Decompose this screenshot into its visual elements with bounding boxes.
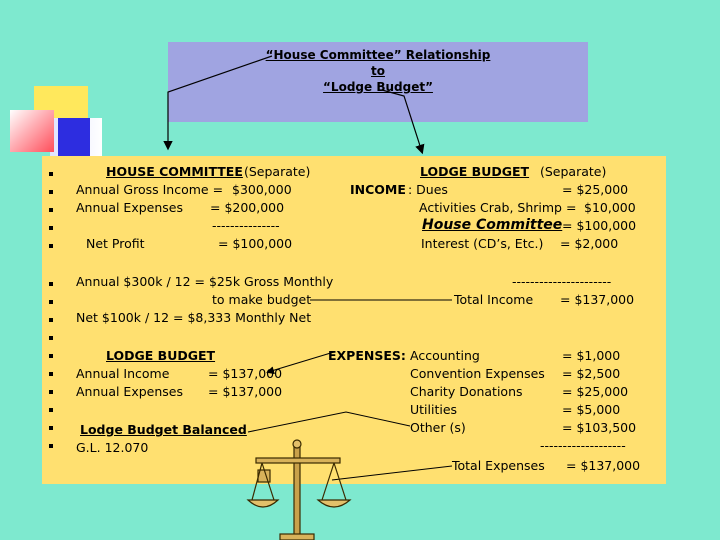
gross-income-label: Annual Gross Income = xyxy=(76,182,224,197)
annual-income-label: Annual Income xyxy=(76,366,170,381)
crab-shrimp-label: Activities Crab, Shrimp = xyxy=(419,200,577,215)
net-profit-label: Net Profit xyxy=(86,236,145,251)
left-heading: HOUSE COMMITTEE xyxy=(106,164,243,179)
lodge-budget-balanced: Lodge Budget Balanced xyxy=(80,422,247,437)
arrow-other-to-balanced xyxy=(247,411,411,433)
bullet-square-icon xyxy=(49,226,53,230)
bullet-square-icon xyxy=(49,444,53,448)
bullet-square-icon xyxy=(49,172,53,176)
title-line-1: “House Committee” Relationship xyxy=(265,48,491,62)
dues-value: = $25,000 xyxy=(562,182,629,197)
bullet-square-icon xyxy=(49,300,53,304)
bullet-square-icon xyxy=(49,244,53,248)
deco-red-square xyxy=(10,110,54,152)
total-income-label: Total Income xyxy=(454,292,534,307)
bullet-square-icon xyxy=(49,390,53,394)
right-heading: LODGE BUDGET xyxy=(420,164,530,179)
deco-blue-square xyxy=(58,118,90,158)
bullet-square-icon xyxy=(49,190,53,194)
monthly-gross-line: Annual $300k / 12 = $25k Gross Monthly xyxy=(76,274,334,289)
bullet-square-icon xyxy=(49,408,53,412)
gross-income-value: $300,000 xyxy=(232,182,292,197)
annual-expenses-label-2: Annual Expenses xyxy=(76,384,183,399)
bullet-square-icon xyxy=(49,354,53,358)
right-heading-note: (Separate) xyxy=(540,164,607,179)
arrow-title-to-house-committee xyxy=(163,55,273,151)
utilities-value: = $5,000 xyxy=(562,402,621,417)
gl-reference: G.L. 12.070 xyxy=(76,440,149,455)
bullet-square-icon xyxy=(49,208,53,212)
interest-label: Interest (CD’s, Etc.) xyxy=(421,236,544,251)
bullet-square-icon xyxy=(49,318,53,322)
make-budget-line: to make budget xyxy=(212,292,312,307)
lodge-budget-heading-left: LODGE BUDGET xyxy=(106,348,216,363)
charity-label: Charity Donations xyxy=(410,384,523,399)
annual-expenses-value-2: = $137,000 xyxy=(208,384,283,399)
content-box xyxy=(42,156,666,484)
income-label: INCOME xyxy=(350,182,406,197)
accounting-value: = $1,000 xyxy=(562,348,621,363)
arrow-total-expenses-to-scales xyxy=(331,465,453,481)
bullet-square-icon xyxy=(49,372,53,376)
expense-dash-line: ------------------- xyxy=(540,438,626,453)
title-box: “House Committee” Relationship to “Lodge… xyxy=(168,42,588,122)
income-dash-line: ---------------------- xyxy=(512,274,612,289)
other-value: = $103,500 xyxy=(562,420,637,435)
other-label: Other (s) xyxy=(410,420,466,435)
accounting-label: Accounting xyxy=(410,348,480,363)
annual-income-value: = $137,000 xyxy=(208,366,283,381)
convention-value: = $2,500 xyxy=(562,366,621,381)
income-dues-label: : Dues xyxy=(408,182,448,197)
total-income-value: = $137,000 xyxy=(560,292,635,307)
charity-value: = $25,000 xyxy=(562,384,629,399)
arrow-expenses-to-lodge-budget xyxy=(266,351,335,375)
title-line-2: to xyxy=(371,64,385,78)
bullet-square-icon xyxy=(49,282,53,286)
monthly-net-line: Net $100k / 12 = $8,333 Monthly Net xyxy=(76,310,312,325)
convention-label: Convention Expenses xyxy=(410,366,545,381)
left-dash-line: --------------- xyxy=(212,218,280,233)
interest-value: = $2,000 xyxy=(560,236,619,251)
utilities-label: Utilities xyxy=(410,402,458,417)
title-line-3: “Lodge Budget” xyxy=(323,80,433,94)
bullet-square-icon xyxy=(49,426,53,430)
house-committee-income-label: House Committee xyxy=(422,217,563,233)
scales-of-justice-icon xyxy=(246,439,352,540)
left-heading-note: (Separate) xyxy=(244,164,311,179)
total-expenses-value: = $137,000 xyxy=(566,458,641,473)
house-committee-income-value: = $100,000 xyxy=(562,218,637,233)
bullet-square-icon xyxy=(49,336,53,340)
total-expenses-label: Total Expenses xyxy=(452,458,545,473)
net-profit-value: = $100,000 xyxy=(218,236,293,251)
annual-expenses-value: = $200,000 xyxy=(210,200,285,215)
arrow-title-to-lodge-budget xyxy=(381,89,425,155)
expenses-label: EXPENSES: xyxy=(328,348,406,363)
crab-shrimp-value: $10,000 xyxy=(584,200,636,215)
annual-expenses-label: Annual Expenses xyxy=(76,200,183,215)
